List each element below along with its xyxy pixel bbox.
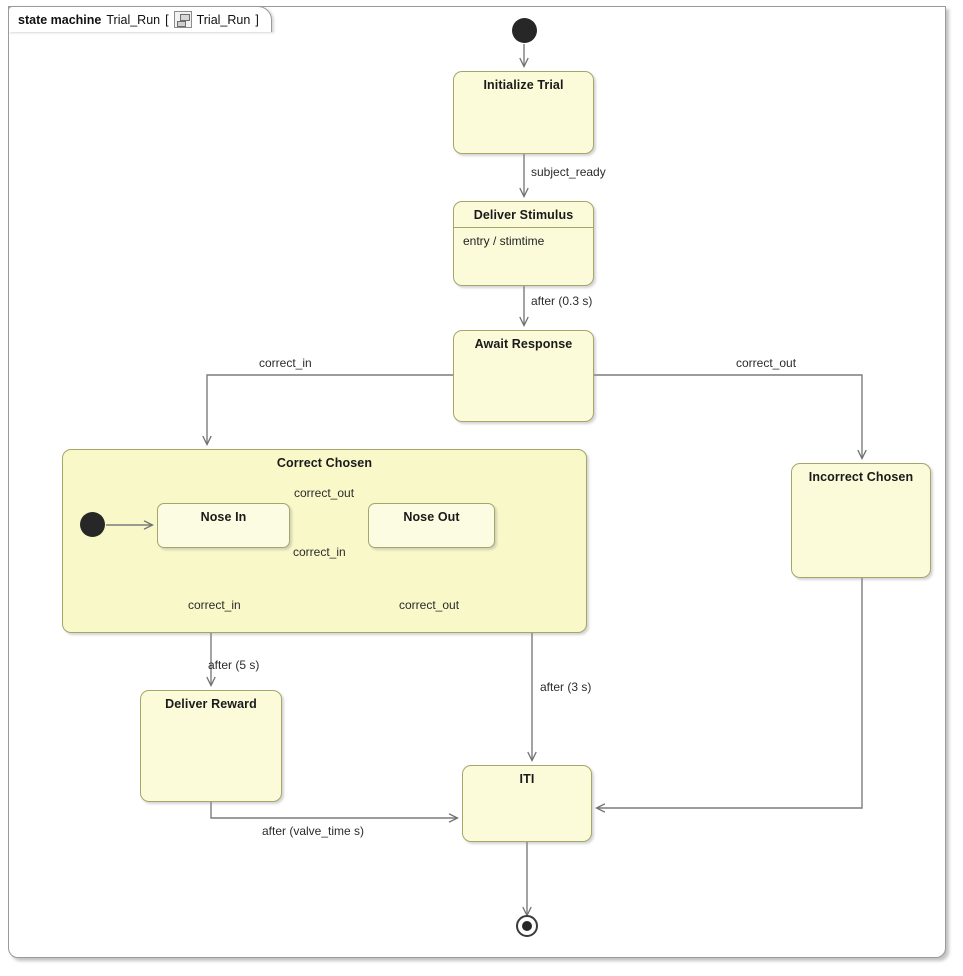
state-title-deliver-reward: Deliver Reward xyxy=(165,697,257,711)
label-await-to-correct: correct_in xyxy=(259,356,312,370)
label-initialize-to-stimulus: subject_ready xyxy=(531,165,606,179)
label-noseout-to-nosein: correct_in xyxy=(293,545,346,559)
label-await-to-incorrect: correct_out xyxy=(736,356,797,370)
state-nose-in[interactable]: Nose In xyxy=(157,503,290,548)
state-machine-icon xyxy=(173,11,192,28)
label-reward-to-iti: after (valve_time s) xyxy=(262,824,365,838)
frame-context: Trial_Run xyxy=(196,12,251,27)
label-noseout-self-loop: correct_out xyxy=(399,598,460,612)
region-initial-state-node[interactable] xyxy=(80,512,105,537)
state-correct-chosen[interactable]: Correct Chosen xyxy=(62,449,587,633)
label-nosein-self-loop: correct_in xyxy=(188,598,241,612)
final-state-node[interactable] xyxy=(516,915,538,937)
state-await-response[interactable]: Await Response xyxy=(453,330,594,422)
state-title-await-response: Await Response xyxy=(474,337,573,351)
frame-bracket-close: ] xyxy=(255,12,259,27)
state-deliver-reward[interactable]: Deliver Reward xyxy=(140,690,282,802)
frame-bracket-open: [ xyxy=(165,12,169,27)
label-correct-to-reward: after (5 s) xyxy=(208,658,260,672)
label-nosein-to-noseout: correct_out xyxy=(294,486,355,500)
state-compartment-divider xyxy=(454,227,593,228)
state-incorrect-chosen[interactable]: Incorrect Chosen xyxy=(791,463,931,578)
state-title-nose-out: Nose Out xyxy=(403,510,460,524)
diagram-frame-header: state machine Trial_Run [ Trial_Run ] xyxy=(8,6,272,32)
initial-state-node[interactable] xyxy=(512,18,537,43)
label-noseout-to-iti: after (3 s) xyxy=(540,680,592,694)
state-nose-out[interactable]: Nose Out xyxy=(368,503,495,548)
state-title-iti: ITI xyxy=(519,772,535,786)
state-deliver-stimulus[interactable]: Deliver Stimulus entry / stimtime xyxy=(453,201,594,286)
state-title-nose-in: Nose In xyxy=(200,510,247,524)
state-initialize-trial[interactable]: Initialize Trial xyxy=(453,71,594,154)
state-entry-action-deliver-stimulus: entry / stimtime xyxy=(463,234,545,248)
state-title-correct-chosen: Correct Chosen xyxy=(276,456,373,470)
state-title-incorrect-chosen: Incorrect Chosen xyxy=(808,470,914,484)
frame-name: Trial_Run xyxy=(106,12,161,27)
label-stimulus-to-await: after (0.3 s) xyxy=(531,294,593,308)
frame-keyword: state machine xyxy=(18,12,102,27)
state-title-deliver-stimulus: Deliver Stimulus xyxy=(473,208,574,222)
state-title-initialize-trial: Initialize Trial xyxy=(483,78,564,92)
state-iti[interactable]: ITI xyxy=(462,765,592,842)
